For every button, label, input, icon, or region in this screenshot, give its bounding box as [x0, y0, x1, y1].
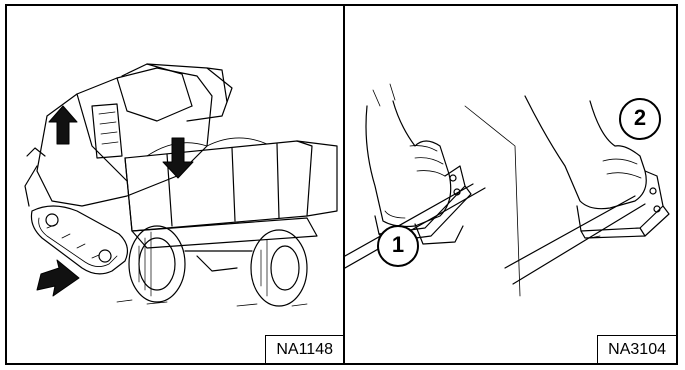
- diagonal-arrow-icon: [37, 260, 79, 296]
- left-figure-panel: NA1148: [7, 6, 343, 363]
- left-foot-drawing: [366, 84, 451, 226]
- movement-arrows: [37, 106, 193, 296]
- figure-ref-label: NA3104: [597, 335, 676, 363]
- dump-truck-drawing: [117, 138, 337, 306]
- loader-truck-illustration: [7, 6, 343, 363]
- figure-ref-label: NA1148: [265, 335, 343, 363]
- foot-pedal-illustration: [345, 6, 676, 363]
- callout-2-label: 2: [625, 105, 655, 131]
- right-figure-panel: 1 2 NA3104: [345, 6, 676, 363]
- tracked-loader-drawing: [25, 64, 232, 274]
- callout-1-label: 1: [383, 232, 413, 258]
